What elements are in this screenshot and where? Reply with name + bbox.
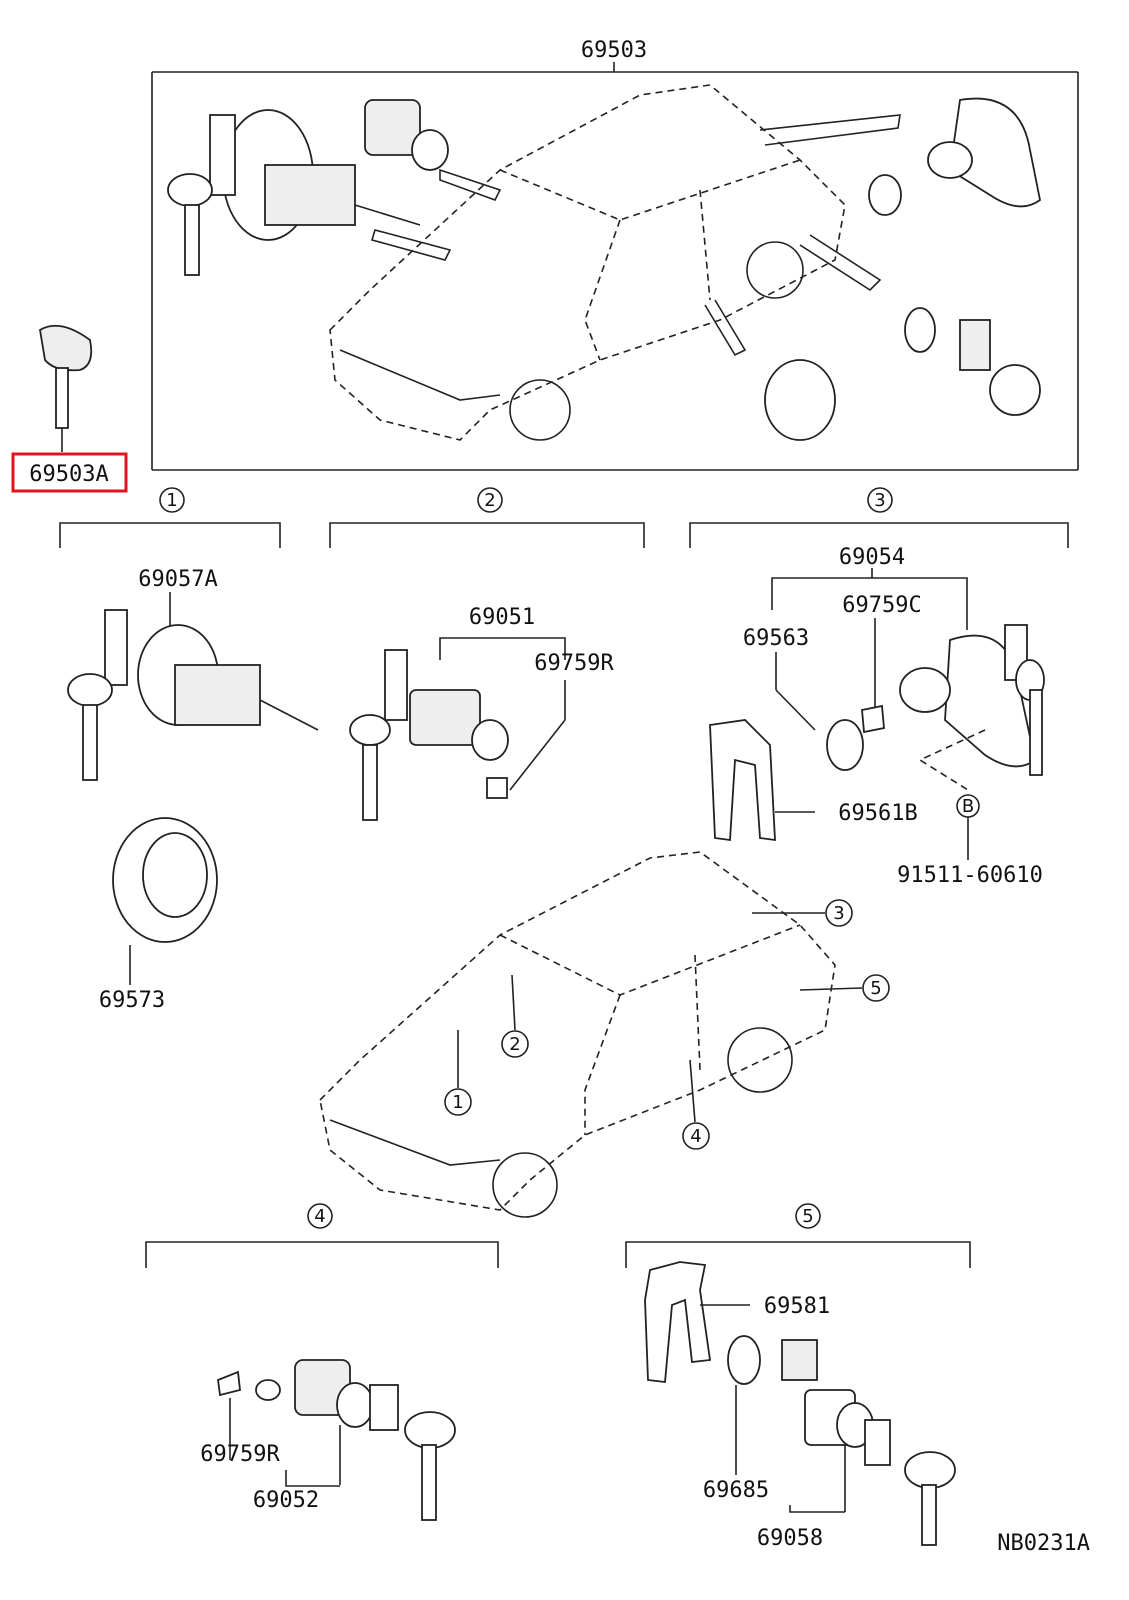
door-lock-illustration-top: [704, 234, 1041, 441]
retainer-illustration-group5: [644, 1261, 712, 1384]
part-label-91511-60610[interactable]: 91511-60610: [897, 863, 1043, 888]
part-label-69052[interactable]: 69052: [253, 1488, 319, 1513]
car-illustration-top: [329, 84, 846, 441]
highlighted-part-label[interactable]: 69503A: [29, 462, 108, 487]
group-header-4: 4: [145, 1203, 499, 1268]
locator-5: 5: [870, 978, 881, 999]
assembly-number-label: 69503: [581, 38, 647, 63]
door-lock-illustration: [217, 1359, 456, 1521]
group-header-3: 3: [689, 487, 1069, 548]
part-label-69051[interactable]: 69051: [469, 605, 535, 630]
part-label-69563[interactable]: 69563: [743, 626, 809, 651]
part-label-69759R-group4[interactable]: 69759R: [200, 1442, 280, 1467]
retainer-clip-illustration: [709, 719, 776, 842]
locator-3: 3: [833, 903, 844, 924]
group-header-5: 5: [625, 1203, 971, 1268]
group-number-4: 4: [314, 1206, 325, 1227]
door-lock-illustration-group5: [727, 1335, 956, 1546]
assembly-box: 69503: [151, 38, 1079, 471]
part-label-69573[interactable]: 69573: [99, 988, 165, 1013]
car-illustration-locator: [319, 851, 836, 1218]
glove-box-lock-illustration-top: [364, 99, 502, 261]
ignition-lock-illustration: [67, 609, 319, 781]
back-door-lock-illustration-top: [759, 97, 1041, 216]
part-label-69057A[interactable]: 69057A: [138, 567, 217, 592]
highlight-box: [11, 452, 128, 493]
ignition-lock-illustration-top: [167, 109, 421, 276]
part-label-69581[interactable]: 69581: [764, 1294, 830, 1319]
locator-2: 2: [509, 1034, 520, 1055]
part-label-69685[interactable]: 69685: [703, 1478, 769, 1503]
part-label-69054[interactable]: 69054: [839, 545, 905, 570]
drawing-code: NB0231A: [997, 1531, 1090, 1556]
group-number-3: 3: [874, 490, 885, 511]
part-label-69058[interactable]: 69058: [757, 1526, 823, 1551]
bolt-marker-B: B: [962, 796, 974, 817]
group-header-1: 1: [59, 487, 281, 548]
group-number-1: 1: [166, 490, 177, 511]
group-header-2: 2: [329, 487, 645, 548]
key-illustration-highlighted: [39, 324, 93, 452]
part-label-69759R-group2[interactable]: 69759R: [534, 651, 614, 676]
group-number-2: 2: [484, 490, 495, 511]
part-label-69561B[interactable]: 69561B: [838, 801, 917, 826]
group-number-5: 5: [802, 1206, 813, 1227]
glove-box-lock-illustration: [349, 649, 509, 821]
locator-1: 1: [452, 1092, 463, 1113]
locator-4: 4: [690, 1126, 701, 1147]
part-label-69759C[interactable]: 69759C: [842, 593, 921, 618]
bezel-ring-illustration: [112, 817, 218, 943]
back-door-lock-illustration: [826, 624, 1045, 776]
